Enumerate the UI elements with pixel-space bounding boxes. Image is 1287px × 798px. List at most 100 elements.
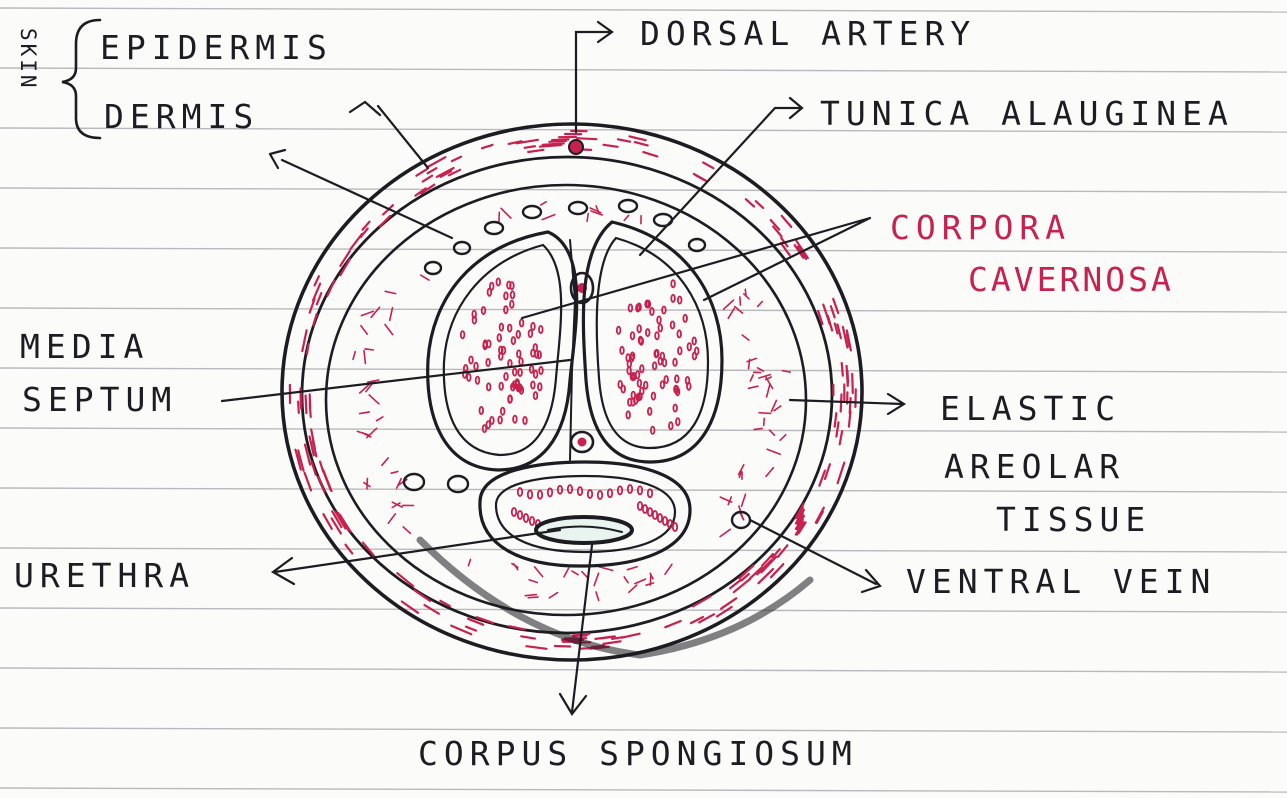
cavernous-space — [621, 385, 625, 392]
skin-hatch-mark — [717, 607, 732, 616]
skin-hatch-mark — [836, 422, 838, 436]
cavernous-space — [678, 347, 682, 354]
tissue-hatch-mark — [549, 593, 557, 598]
skin-hatch-mark — [603, 641, 620, 644]
skin-hatch-mark — [298, 402, 299, 413]
skin-hatch-mark — [842, 363, 843, 376]
cavernous-space — [507, 282, 511, 289]
epidermis-label: EPIDERMIS — [100, 28, 333, 67]
tissue-hatch-mark — [542, 215, 555, 220]
skin-hatch-mark — [838, 463, 845, 484]
skin-hatch-mark — [835, 413, 837, 426]
tissue-hatch-mark — [388, 514, 395, 523]
spongy-space — [588, 490, 592, 498]
skin-hatch-mark — [338, 513, 348, 530]
tissue-hatch-mark — [529, 580, 537, 583]
vessel — [454, 242, 470, 254]
skin-hatch-mark — [305, 473, 311, 491]
skin-hatch-mark — [324, 471, 332, 491]
skin-hatch-mark — [756, 201, 763, 208]
epidermis-pointer — [350, 102, 428, 168]
vessel — [619, 200, 637, 212]
cavernous-space — [529, 330, 533, 337]
ruled-line — [0, 788, 1287, 792]
tissue-hatch-mark — [627, 567, 637, 570]
ruled-line — [0, 608, 1287, 612]
tissue-hatch-mark — [599, 567, 612, 571]
cavernous-space — [692, 337, 696, 344]
cavernous-space — [512, 337, 516, 344]
cavernous-space — [671, 295, 675, 302]
cavernous-space — [664, 376, 668, 383]
tissue-hatch-mark — [740, 297, 741, 305]
tissue-hatch-mark — [629, 585, 637, 592]
tissue-hatch-mark — [774, 406, 781, 411]
tissue-hatch-mark — [385, 325, 393, 335]
tissue-hatch-mark — [541, 202, 546, 205]
tissue-hatch-mark — [750, 375, 753, 381]
skin-hatch-mark — [746, 199, 754, 206]
skin-hatch-mark — [643, 152, 657, 156]
cavernous-space — [631, 332, 635, 339]
ruled-line — [0, 488, 1287, 492]
cavernous-space — [646, 329, 650, 336]
cavernous-space — [480, 407, 484, 414]
cavernous-space — [636, 371, 640, 378]
tissue-hatch-mark — [742, 494, 746, 506]
cavernous-space — [474, 363, 478, 370]
cavernous-space — [517, 331, 521, 338]
skin-hatch-mark — [577, 138, 596, 139]
cavernous-space — [523, 417, 527, 424]
cavernous-space — [531, 350, 535, 357]
tissue-hatch-mark — [528, 597, 538, 598]
skin-hatch-mark — [823, 305, 830, 325]
cavernous-space — [498, 334, 502, 341]
cavernous-space — [490, 417, 494, 424]
skin-brace — [62, 20, 100, 138]
ventral-vein-pointer — [750, 520, 880, 592]
tissue-hatch-mark — [724, 300, 734, 309]
ruled-line — [0, 308, 1287, 312]
ruled-line — [0, 728, 1287, 732]
dermis-label: DERMIS — [104, 97, 259, 136]
dorsal-artery-label: DORSAL ARTERY — [640, 14, 976, 53]
cavernous-space — [482, 307, 486, 314]
spongy-space — [538, 491, 542, 499]
ruled-line — [0, 428, 1287, 432]
skin-hatch-mark — [819, 471, 825, 486]
cavernous-space — [513, 416, 517, 423]
tissue-hatch-mark — [361, 326, 367, 334]
cavernous-space — [650, 308, 654, 315]
skin-hatch-mark — [415, 590, 431, 601]
cavernous-space — [499, 383, 503, 390]
tissue-hatch-mark — [764, 418, 765, 425]
cavernous-space — [657, 316, 661, 323]
cavernous-space — [620, 347, 624, 354]
ruled-line — [0, 8, 1287, 12]
skin-hatch-mark — [323, 514, 331, 529]
tissue-hatch-mark — [357, 431, 368, 434]
cavernous-space — [504, 292, 508, 299]
skin-hatch-mark — [552, 139, 568, 140]
tissue-hatch-mark — [624, 577, 628, 583]
cavernous-space — [483, 425, 487, 432]
skin-hatch-mark — [665, 621, 680, 627]
cavernous-space — [517, 350, 521, 357]
tissue-hatch-mark — [391, 472, 398, 474]
skin-hatch-mark — [521, 636, 535, 638]
cavernous-space — [469, 356, 473, 363]
tissue-hatch-mark — [535, 567, 543, 577]
cavernous-space — [663, 359, 667, 366]
tissue-hatch-mark — [501, 208, 511, 218]
cavernous-space — [497, 278, 501, 285]
corpus-spongiosum-label: CORPUS SPONGIOSUM — [418, 734, 858, 773]
cavernous-space — [510, 301, 514, 308]
skin-hatch-mark — [306, 396, 307, 414]
cavernous-space — [675, 375, 679, 382]
tissue-hatch-mark — [360, 412, 370, 414]
skin-hatch-mark — [327, 281, 334, 296]
spongy-space — [528, 491, 532, 499]
tissue-hatch-mark — [624, 215, 629, 220]
skin-hatch-mark — [317, 293, 322, 304]
